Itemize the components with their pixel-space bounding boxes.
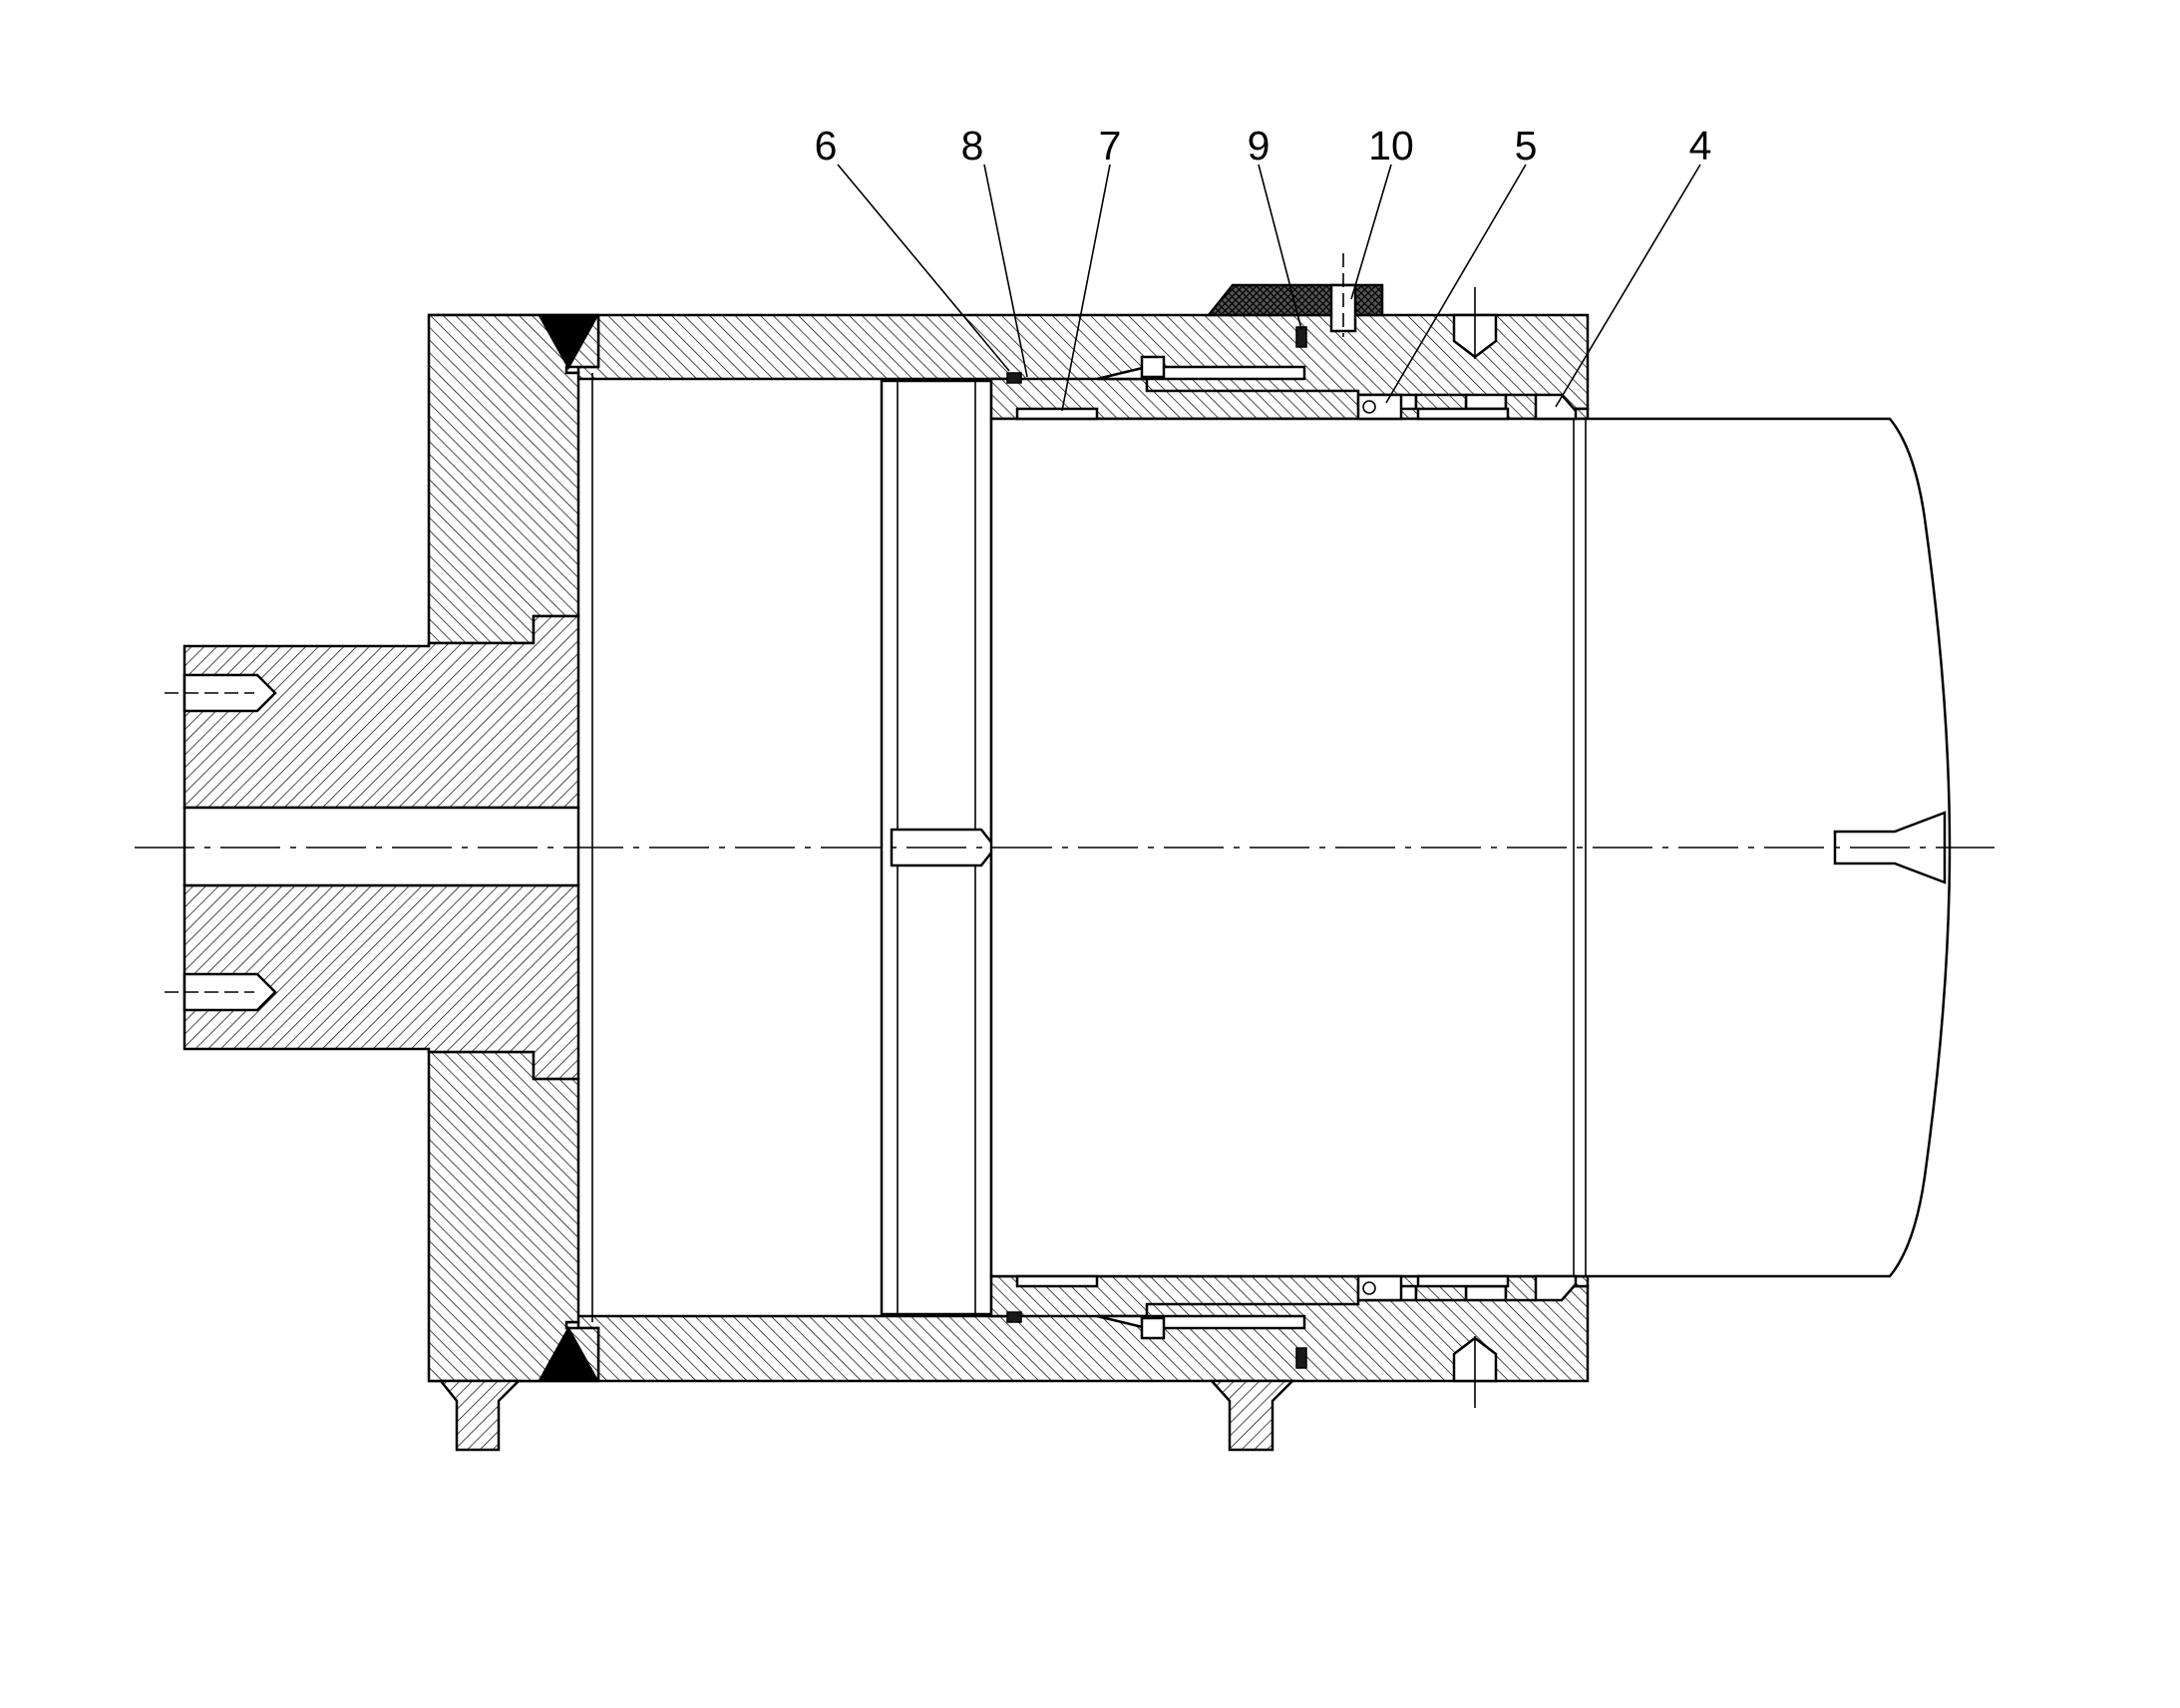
callout-5: 5	[1515, 123, 1538, 169]
callout-10: 10	[1368, 123, 1414, 169]
central-bore	[182, 806, 580, 887]
clamp-bolt-10	[1329, 283, 1357, 333]
guide-ring-bottom	[1416, 1274, 1510, 1288]
callout-7: 7	[1099, 123, 1122, 169]
weld-bottom	[538, 1325, 599, 1382]
cap-screw-top	[1140, 355, 1166, 379]
callout-9: 9	[1248, 123, 1271, 169]
guide-ring-top	[1416, 407, 1510, 421]
callout-labels: 6 8 7 9 10 5 4	[815, 123, 1712, 169]
leader-10	[1350, 164, 1392, 300]
foot-left	[438, 1379, 523, 1452]
seal-8-bottom	[1006, 1311, 1022, 1323]
end-cap-upper	[427, 313, 600, 645]
o-ring-9-top	[1295, 326, 1307, 348]
weld-top	[538, 314, 599, 371]
leader-4	[1555, 164, 1701, 408]
cap-screw-bottom	[1140, 1316, 1166, 1340]
top-clamp	[1206, 253, 1384, 337]
leader-lines	[837, 164, 1701, 412]
callout-4: 4	[1689, 123, 1712, 169]
foot-right	[1209, 1379, 1296, 1452]
barrel-details	[1096, 287, 1498, 1408]
rod-seal-5-top	[1356, 393, 1403, 421]
rod-seal-5-bottom	[1356, 1274, 1403, 1302]
wear-ring-7-top	[1015, 407, 1099, 421]
o-ring-9-bottom	[1295, 1347, 1307, 1369]
end-cap-lower	[427, 1050, 600, 1383]
callout-6: 6	[815, 123, 838, 169]
mounting-feet	[438, 1379, 1296, 1452]
callout-8: 8	[961, 123, 984, 169]
wear-ring-7-bottom	[1015, 1274, 1099, 1288]
leader-8	[983, 164, 1028, 378]
leader-9	[1258, 164, 1302, 330]
leader-7	[1061, 164, 1111, 412]
leader-5	[1385, 164, 1527, 404]
wiper-4-bottom	[1534, 1274, 1578, 1302]
seal-8-top	[1006, 372, 1022, 384]
end-cap	[427, 313, 600, 1383]
leader-6	[837, 164, 1010, 372]
